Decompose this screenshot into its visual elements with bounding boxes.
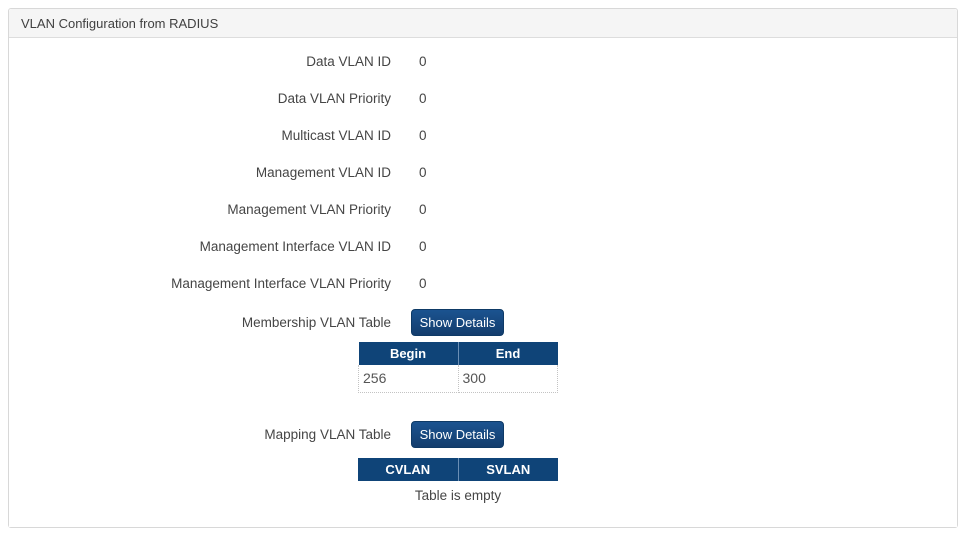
field-row: Multicast VLAN ID 0: [9, 117, 957, 154]
field-value: 0: [419, 91, 427, 106]
mapping-table-row: Mapping VLAN Table Show Details: [9, 415, 957, 455]
mapping-vlan-table: CVLAN SVLAN: [358, 457, 558, 481]
field-value: 0: [419, 128, 427, 143]
field-label: Management VLAN ID: [255, 165, 391, 180]
table-cell-end: 300: [457, 365, 558, 393]
mapping-show-details-button[interactable]: Show Details: [411, 421, 504, 448]
empty-table-message: Table is empty: [414, 487, 502, 503]
field-label: Data VLAN Priority: [277, 91, 391, 106]
field-value: 0: [419, 165, 427, 180]
field-value: 0: [419, 239, 427, 254]
table-header-row: CVLAN SVLAN: [358, 457, 558, 481]
panel-title: VLAN Configuration from RADIUS: [9, 9, 957, 38]
table-row: 256 300: [358, 365, 558, 393]
membership-show-details-button[interactable]: Show Details: [411, 308, 504, 336]
column-header-svlan: SVLAN: [457, 457, 558, 481]
field-label: Management VLAN Priority: [227, 202, 391, 217]
field-label: Management Interface VLAN ID: [199, 239, 391, 254]
field-value: 0: [419, 54, 427, 69]
column-header-cvlan: CVLAN: [358, 457, 458, 481]
mapping-table-label: Mapping VLAN Table: [264, 427, 391, 442]
field-value: 0: [419, 276, 427, 291]
membership-table-label: Membership VLAN Table: [241, 314, 391, 330]
membership-table-row: Membership VLAN Table Show Details: [9, 302, 957, 342]
field-row: Data VLAN ID 0: [9, 43, 957, 80]
field-value: 0: [419, 202, 427, 217]
column-header-begin: Begin: [358, 342, 458, 365]
field-label: Management Interface VLAN Priority: [171, 276, 391, 291]
field-row: Management Interface VLAN Priority 0: [9, 265, 957, 302]
column-header-end: End: [457, 342, 558, 365]
field-row: Management VLAN Priority 0: [9, 191, 957, 228]
panel-body: Data VLAN ID 0 Data VLAN Priority 0 Mult…: [9, 38, 957, 527]
field-row: Management VLAN ID 0: [9, 154, 957, 191]
table-header-row: Begin End: [358, 342, 558, 365]
field-row: Management Interface VLAN ID 0: [9, 228, 957, 265]
vlan-config-panel: VLAN Configuration from RADIUS Data VLAN…: [8, 8, 958, 528]
table-cell-begin: 256: [358, 365, 459, 393]
field-label: Multicast VLAN ID: [281, 128, 391, 143]
field-row: Data VLAN Priority 0: [9, 80, 957, 117]
field-label: Data VLAN ID: [306, 54, 391, 69]
membership-vlan-table: Begin End 256 300: [358, 342, 558, 393]
